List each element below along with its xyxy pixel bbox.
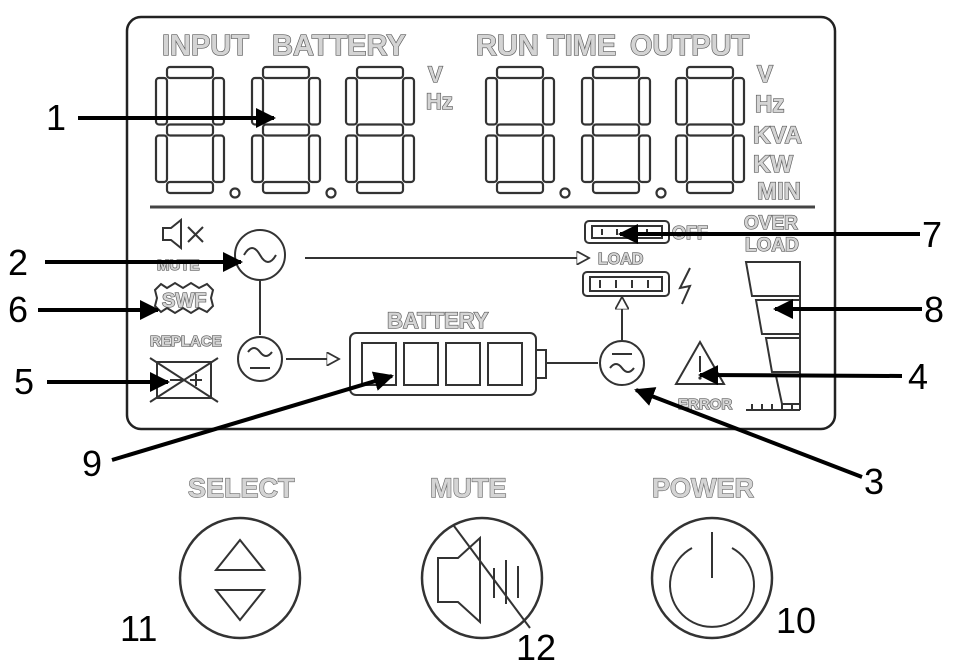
callout-6: 6: [8, 289, 28, 330]
callout-5: 5: [14, 361, 34, 402]
unit-hz-left: Hz: [426, 89, 453, 114]
run-time-label: RUN TIME: [476, 30, 616, 62]
digit-1: [154, 65, 241, 199]
callout-1: 1: [46, 97, 66, 138]
callout-3: 3: [864, 461, 884, 502]
select-button-label: SELECT: [188, 473, 295, 503]
callout-2: 2: [8, 242, 28, 283]
seven-segment-digits: [154, 65, 746, 199]
unit-v: V: [757, 61, 773, 88]
overload-label: LOAD: [745, 235, 799, 256]
unit-kva: KVA: [753, 122, 802, 149]
callout-arrow-3: [634, 387, 863, 479]
unit-kw: KW: [753, 151, 793, 178]
outlet-load-icon: [582, 271, 670, 297]
callout-arrow-4: [698, 365, 903, 386]
replace-label: REPLACE: [150, 333, 222, 350]
inverter-icon: [599, 340, 645, 386]
mute-indicator-label: MUTE: [157, 257, 200, 274]
select-button[interactable]: [178, 516, 302, 640]
unit-hz: Hz: [755, 91, 784, 118]
callout-10: 10: [776, 600, 816, 641]
callout-8: 8: [924, 289, 944, 330]
mute-speaker-icon: [162, 217, 204, 251]
output-label: OUTPUT: [630, 30, 750, 62]
digit-4: [484, 65, 571, 199]
mute-button[interactable]: [420, 516, 544, 640]
lightning-icon: [678, 267, 692, 305]
battery-label: BATTERY: [387, 308, 489, 333]
callout-11: 11: [120, 608, 157, 649]
swf-label: SWF: [162, 290, 206, 312]
unit-min: MIN: [757, 178, 801, 205]
lcd-panel: [125, 15, 837, 431]
battery-top-label: BATTERY: [272, 30, 406, 62]
power-button-label: POWER: [652, 473, 754, 503]
rectifier-icon: [237, 336, 283, 382]
load-label: LOAD: [598, 251, 643, 268]
digit-5: [580, 65, 667, 199]
error-label: ERROR: [678, 396, 732, 413]
callout-12: 12: [516, 627, 556, 668]
over-label: OVER: [744, 213, 798, 234]
swf-badge-outline: [153, 281, 215, 315]
power-button[interactable]: [650, 516, 774, 640]
callout-9: 9: [82, 443, 102, 484]
callout-4: 4: [908, 356, 928, 397]
digit-6: [674, 65, 746, 195]
input-label: INPUT: [162, 30, 249, 62]
mute-button-label: MUTE: [430, 473, 507, 503]
digit-3: [344, 65, 416, 195]
battery-level-icon: [349, 332, 547, 396]
unit-v-left: V: [428, 62, 443, 87]
callout-7: 7: [922, 214, 942, 255]
callout-arrow-9: [111, 371, 394, 462]
